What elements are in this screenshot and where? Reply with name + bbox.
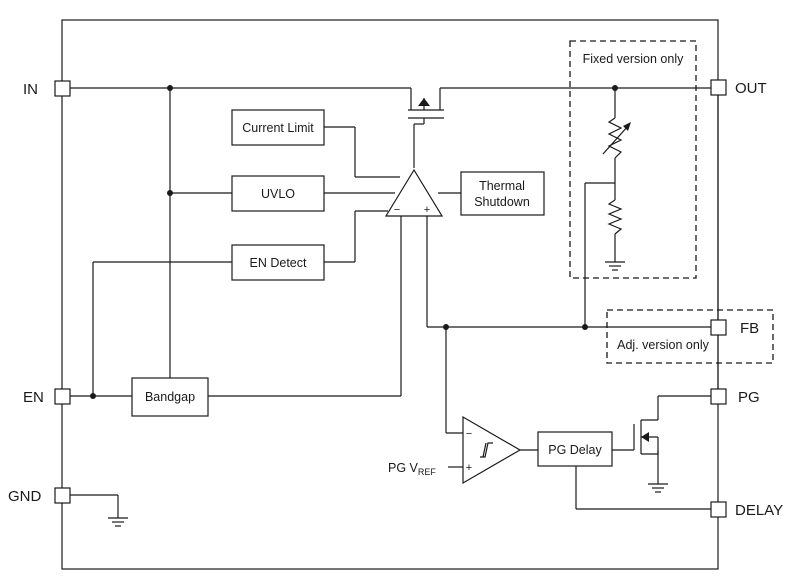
amp-minus-sign: − — [394, 204, 400, 216]
resistor-icon — [607, 199, 623, 235]
junction-dots — [90, 85, 618, 399]
thermal-shutdown-label-line1: Thermal — [479, 179, 525, 193]
wires — [70, 87, 719, 518]
current-limit-block: Current Limit — [231, 109, 325, 146]
pin-delay-label: DELAY — [735, 502, 783, 519]
en-detect-block: EN Detect — [231, 244, 325, 281]
en-detect-label: EN Detect — [250, 256, 307, 270]
pin-pg-label: PG — [738, 389, 760, 406]
pg-delay-block: PG Delay — [537, 431, 613, 467]
comparator-plus-sign: + — [466, 462, 472, 474]
pin-en: EN — [23, 388, 71, 406]
adj-version-box: Adj. version only — [606, 309, 774, 364]
pin-out-label: OUT — [735, 80, 767, 97]
mosfet-ground-icon — [648, 483, 668, 493]
pin-fb: FB — [710, 319, 759, 337]
gnd-pin-ground-icon — [108, 517, 128, 527]
pin-in: IN — [23, 80, 71, 98]
pin-delay: DELAY — [710, 501, 783, 519]
bandgap-label: Bandgap — [145, 390, 195, 404]
variable-resistor-icon — [602, 117, 631, 159]
pass-transistor-icon — [408, 98, 444, 119]
comparator-minus-sign: − — [466, 428, 472, 440]
pg-vref-label: PG VREF — [388, 461, 436, 477]
pg-delay-label: PG Delay — [548, 443, 602, 457]
pg-comparator-icon: − + — [462, 415, 522, 485]
adj-version-note: Adj. version only — [617, 338, 709, 352]
amp-plus-sign: + — [424, 204, 430, 216]
bandgap-block: Bandgap — [131, 377, 209, 417]
uvlo-block: UVLO — [231, 175, 325, 212]
uvlo-label: UVLO — [261, 187, 295, 201]
divider-ground-icon — [605, 261, 625, 271]
pin-out: OUT — [710, 79, 767, 97]
error-amplifier-icon: − + — [384, 168, 444, 217]
pin-gnd: GND — [8, 487, 71, 505]
pin-fb-label: FB — [740, 320, 759, 337]
pin-en-label: EN — [23, 389, 44, 406]
chip-outline — [61, 19, 719, 570]
thermal-shutdown-block: Thermal Shutdown — [460, 171, 545, 216]
pg-mosfet-icon — [633, 419, 659, 455]
pg-vref-main: PG V — [388, 461, 419, 475]
current-limit-label: Current Limit — [242, 121, 314, 135]
pin-in-label: IN — [23, 81, 38, 98]
fixed-version-box: Fixed version only — [569, 40, 697, 279]
pg-vref-sub: REF — [418, 467, 437, 477]
pin-pg: PG — [710, 388, 760, 406]
pin-gnd-label: GND — [8, 488, 42, 505]
fixed-version-note: Fixed version only — [583, 52, 684, 66]
thermal-shutdown-label-line2: Shutdown — [474, 195, 530, 209]
